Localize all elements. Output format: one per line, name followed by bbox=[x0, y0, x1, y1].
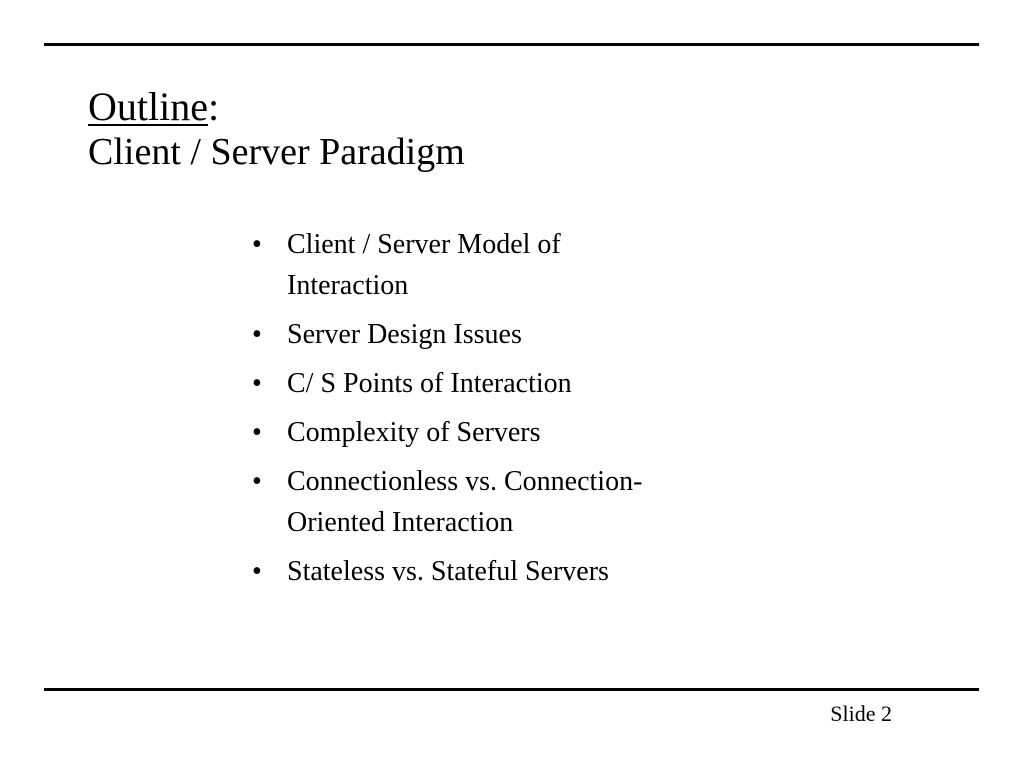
bullet-icon: • bbox=[252, 229, 262, 260]
bullet-icon: • bbox=[252, 319, 262, 350]
title-block: Outline: Client / Server Paradigm bbox=[88, 82, 788, 174]
bullet-item: • Connectionless vs. Connection-Oriented… bbox=[252, 461, 672, 543]
bullet-icon: • bbox=[252, 417, 262, 448]
bullet-item: • C/ S Points of Interaction bbox=[252, 363, 672, 404]
bullet-icon: • bbox=[252, 368, 262, 399]
title-line: Outline: bbox=[88, 82, 788, 132]
slide-subtitle: Client / Server Paradigm bbox=[88, 131, 465, 173]
bullet-item: • Complexity of Servers bbox=[252, 412, 672, 453]
top-rule bbox=[44, 43, 979, 46]
bullet-text: Connectionless vs. Connection-Oriented I… bbox=[287, 466, 643, 538]
slide-number: Slide 2 bbox=[830, 701, 892, 726]
bullet-text: Server Design Issues bbox=[287, 319, 522, 350]
bullet-text: Client / Server Model of Interaction bbox=[287, 229, 561, 301]
slide-title: Outline bbox=[88, 84, 208, 129]
bullet-item: • Stateless vs. Stateful Servers bbox=[252, 551, 672, 592]
bullet-item: • Server Design Issues bbox=[252, 314, 672, 355]
bottom-rule bbox=[44, 688, 979, 691]
bullet-item: • Client / Server Model of Interaction bbox=[252, 224, 672, 306]
bullet-list: • Client / Server Model of Interaction •… bbox=[252, 224, 672, 600]
bullet-text: Complexity of Servers bbox=[287, 417, 541, 448]
bullet-text: C/ S Points of Interaction bbox=[287, 368, 572, 399]
bullet-text: Stateless vs. Stateful Servers bbox=[287, 556, 609, 587]
title-colon: : bbox=[207, 84, 220, 129]
bullet-icon: • bbox=[252, 556, 262, 587]
bullet-icon: • bbox=[252, 466, 262, 497]
